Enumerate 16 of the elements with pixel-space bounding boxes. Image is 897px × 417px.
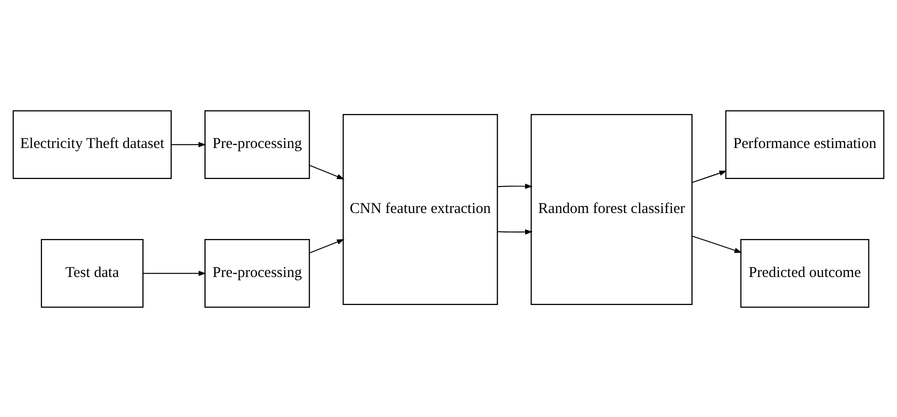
node-box: Random forest classifier <box>530 113 693 304</box>
arrow <box>309 238 344 253</box>
arrow <box>497 228 533 234</box>
arrow <box>142 270 206 276</box>
node-box: Pre-processing <box>204 110 310 178</box>
arrow <box>309 164 344 179</box>
arrow <box>497 183 533 188</box>
arrow <box>692 170 727 182</box>
node-box: Test data <box>40 238 144 308</box>
arrow <box>170 141 206 147</box>
node-box: Electricity Theft dataset <box>12 110 172 178</box>
node-box: Performance estimation <box>725 110 884 178</box>
arrow <box>692 235 742 252</box>
node-box: CNN feature extraction <box>342 113 498 304</box>
node-box: Predicted outcome <box>740 238 870 308</box>
node-box: Pre-processing <box>204 238 310 308</box>
